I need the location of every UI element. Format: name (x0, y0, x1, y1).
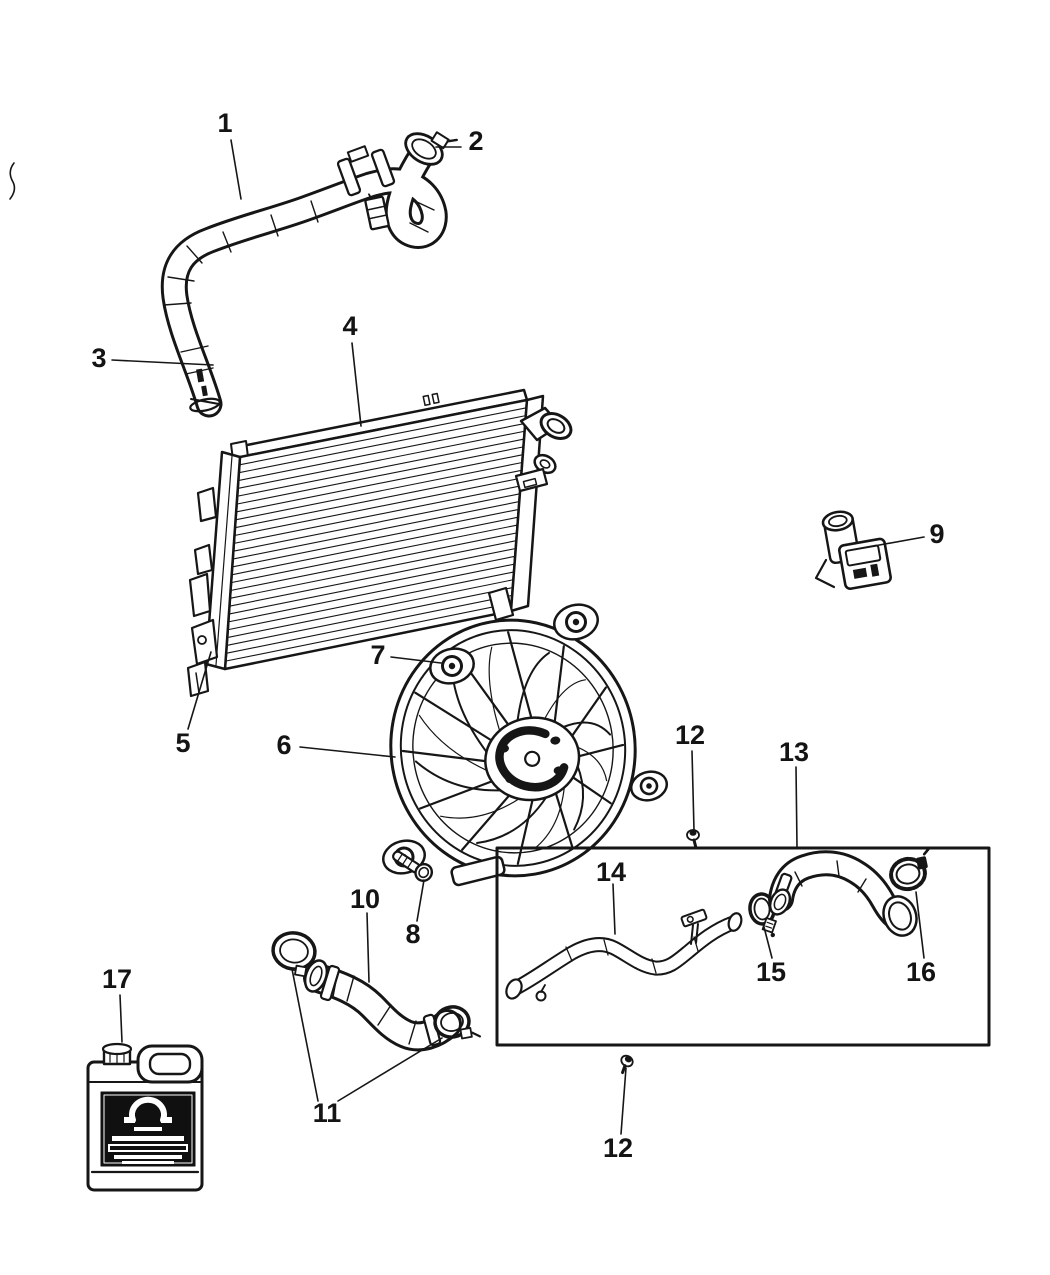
callout-15: 15 (756, 957, 786, 987)
leader-lines (111, 139, 925, 1135)
mounting-screw-lower (620, 1054, 634, 1075)
radiator-bracket-upper (196, 486, 218, 523)
callout-13: 13 (779, 737, 809, 767)
detail-box (495, 846, 991, 1047)
coolant-tube (505, 908, 743, 1002)
callout-labels: 1 2 3 4 5 6 7 8 9 10 11 12 13 14 15 16 1… (91, 108, 944, 1163)
callout-1: 1 (217, 108, 232, 138)
coolant-outlet-hose (768, 850, 918, 937)
radiator (186, 388, 573, 698)
jug-handle (136, 1044, 204, 1084)
tube-bracket (680, 908, 708, 945)
callout-17: 17 (102, 964, 132, 994)
hose-bracket-tab (346, 145, 370, 163)
callout-9: 9 (929, 519, 944, 549)
upper-hose-clamp (404, 131, 458, 166)
lower-hose-clamp-right (433, 1005, 482, 1040)
dangling-clamp (364, 193, 390, 231)
callout-5: 5 (175, 728, 190, 758)
hose-end-cuff (882, 895, 918, 937)
callout-12-upper: 12 (675, 720, 705, 750)
callout-11: 11 (313, 1098, 342, 1128)
fan-mount-grommet (429, 647, 475, 685)
radiator-fins (225, 407, 527, 662)
callout-6: 6 (276, 730, 291, 760)
radiator-bracket-mid (188, 572, 212, 618)
upper-radiator-hose (160, 131, 458, 418)
jug-cap (101, 1042, 133, 1066)
callout-2: 2 (468, 126, 483, 156)
coolant-temperature-sensor (814, 510, 892, 590)
callout-10: 10 (350, 884, 380, 914)
fan-mount-top (553, 603, 599, 641)
jug-label (100, 1091, 196, 1167)
fan-mount-right (629, 770, 669, 802)
callout-3: 3 (91, 343, 106, 373)
callout-7: 7 (370, 640, 385, 670)
coolant-jug (86, 1042, 204, 1192)
callout-12-lower: 12 (603, 1133, 633, 1163)
upper-hose-end (189, 368, 221, 413)
fan-mounting-bolt (392, 850, 434, 883)
radiator-foot (186, 660, 210, 698)
callout-16: 16 (906, 957, 936, 987)
lower-radiator-hose (271, 931, 482, 1052)
mounting-screw-upper (686, 829, 700, 850)
fan-foot-tab (450, 855, 506, 887)
callout-4: 4 (342, 311, 357, 341)
callout-14: 14 (596, 857, 626, 887)
callout-8: 8 (405, 919, 420, 949)
fan-spokes (401, 631, 625, 865)
cooling-fan-module (382, 603, 669, 887)
hose-ring-clamp (889, 847, 930, 892)
lower-hose-clamp-left (271, 931, 317, 978)
stray-mark (9, 162, 16, 200)
fan-blades (414, 646, 612, 850)
mopar-logo (124, 1096, 172, 1131)
jug-label-text-bars (108, 1136, 188, 1164)
fan-hub (484, 716, 581, 802)
